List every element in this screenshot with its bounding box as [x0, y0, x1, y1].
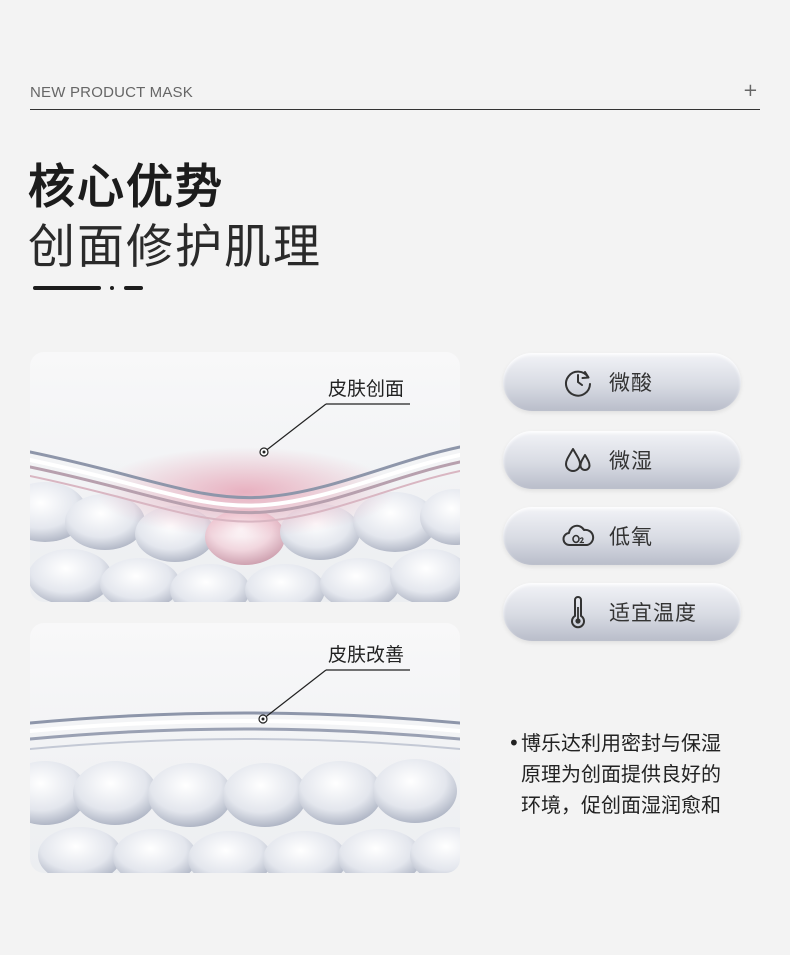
deco-dash-long [33, 286, 101, 290]
bullet: • [508, 731, 520, 755]
wound-skin-illustration [30, 403, 460, 602]
feature-pill-acid: 微酸 [503, 353, 741, 411]
callout-improved: 皮肤改善 [328, 644, 405, 666]
feature-label: 低氧 [609, 525, 653, 549]
improved-skin-panel: 皮肤改善 [30, 623, 460, 873]
thermometer-icon [571, 596, 585, 629]
water-drops-icon [565, 448, 591, 472]
cell-layer [30, 759, 460, 873]
deco-dot [110, 286, 114, 290]
feature-pill-oxygen: 低氧 [503, 507, 741, 565]
callout-wound: 皮肤创面 [328, 378, 405, 400]
oxygen-cloud-icon [562, 524, 595, 546]
wound-skin-panel: 皮肤创面 [30, 352, 460, 602]
feature-label: 适宜温度 [609, 601, 697, 625]
title-main: 核心优势 [28, 160, 224, 215]
header-bar: NEW PRODUCT MASK + [30, 80, 760, 110]
description-line: 原理为创面提供良好的 [521, 762, 721, 786]
plus-icon[interactable]: + [742, 80, 758, 101]
header-label: NEW PRODUCT MASK [30, 84, 193, 101]
description-line: 环境，促创面湿润愈和 [521, 793, 721, 817]
feature-pill-moist: 微湿 [503, 431, 741, 489]
deco-dash-short [124, 286, 143, 290]
description-text: • 博乐达利用密封与保湿 原理为创面提供良好的 环境，促创面湿润愈和 [508, 728, 758, 821]
improved-skin-illustration [30, 669, 460, 873]
description-line: 博乐达利用密封与保湿 [521, 731, 721, 755]
clock-refresh-icon [565, 370, 591, 397]
title-sub: 创面修护肌理 [28, 220, 322, 275]
feature-pill-temperature: 适宜温度 [503, 583, 741, 641]
feature-label: 微酸 [609, 371, 653, 395]
feature-label: 微湿 [609, 449, 653, 473]
